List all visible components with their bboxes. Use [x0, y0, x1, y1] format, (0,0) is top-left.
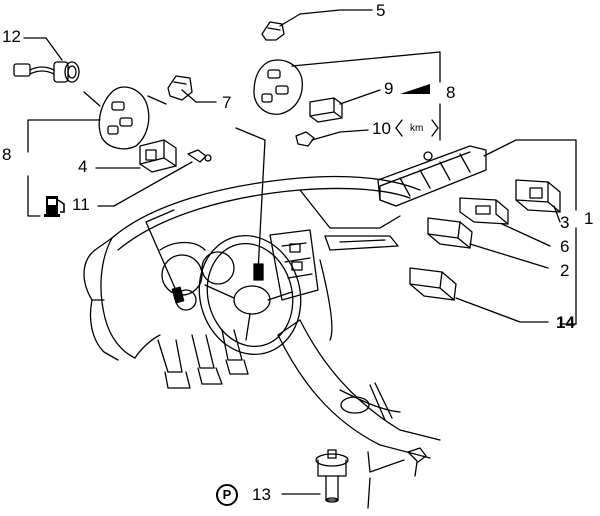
pedals [157, 329, 249, 389]
part-9-relay [309, 97, 343, 123]
part-steering-switch-left [98, 86, 150, 150]
part-1-switch-panel [377, 145, 487, 207]
callout-1: 1 [584, 209, 594, 228]
part-4-switch [139, 139, 177, 173]
callout-2: 2 [560, 261, 570, 280]
part-7-bracket [167, 75, 193, 101]
part-3-switch [515, 179, 561, 213]
door-panel [83, 237, 113, 301]
callout-6: 6 [560, 237, 570, 256]
dashboard-outline [89, 175, 421, 361]
part-fastener [407, 447, 427, 477]
callout-5: 5 [376, 1, 386, 20]
callout-8-right: 8 [446, 83, 456, 102]
steering-wheel [198, 234, 302, 356]
callout-9: 9 [384, 79, 394, 98]
callout-11: 11 [72, 195, 90, 214]
center-console [277, 319, 441, 459]
part-10-bulb [295, 131, 315, 147]
part-12-lamp-harness [13, 61, 80, 83]
part-2-switch [427, 217, 473, 249]
part-5-clip [261, 21, 285, 41]
callout-3: 3 [560, 213, 570, 232]
part-6-switch [459, 197, 509, 225]
part-13-handbrake-switch [315, 449, 349, 503]
callout-7: 7 [222, 93, 232, 112]
odometer-km-label: km [410, 123, 424, 134]
callout-4: 4 [78, 157, 88, 176]
leader-lines [23, 9, 577, 509]
ramp-wedge-icon [400, 84, 430, 94]
callout-12: 12 [2, 27, 21, 46]
callout-14: 14 [556, 313, 575, 332]
part-4-connector [187, 149, 212, 163]
parking-symbol: P [216, 484, 238, 506]
part-14-switch [409, 267, 457, 301]
fuel-pump-icon [44, 196, 65, 217]
part-steering-switch-right [253, 59, 303, 115]
callout-8-left: 8 [2, 145, 12, 164]
callout-13: 13 [252, 485, 271, 504]
callout-10: 10 [372, 119, 391, 138]
